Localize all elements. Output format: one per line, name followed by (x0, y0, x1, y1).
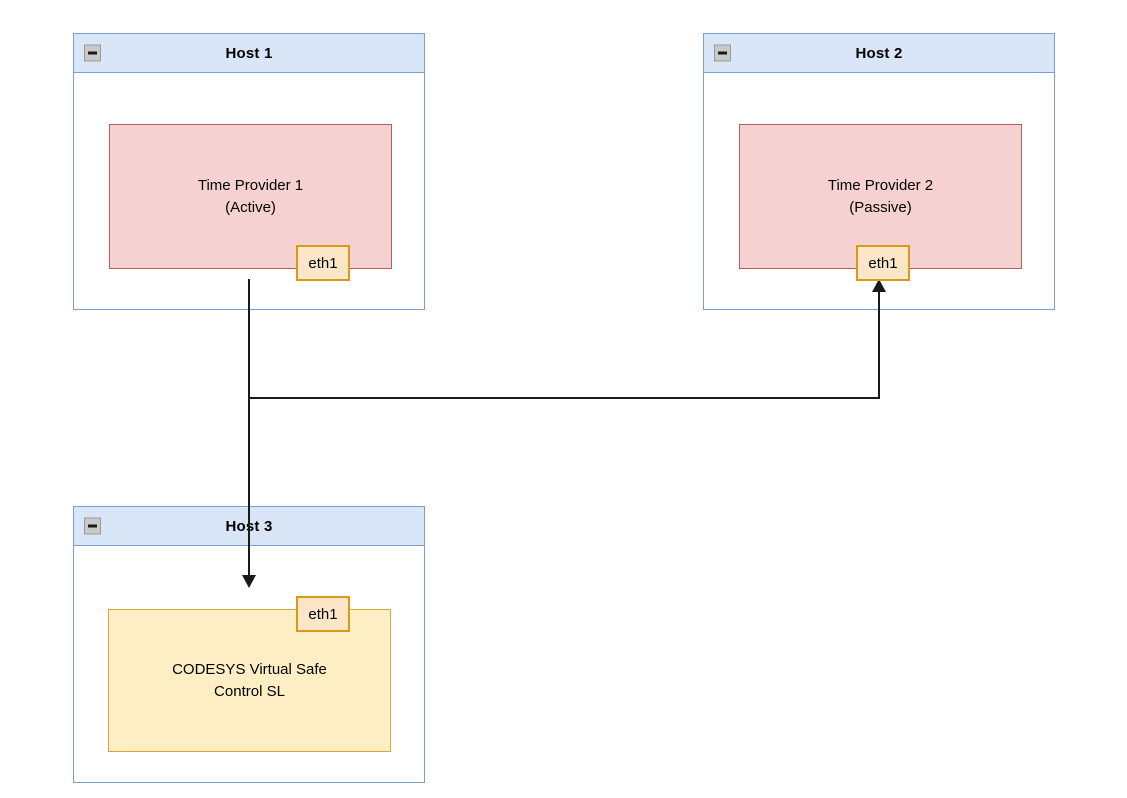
eth1-port-host3[interactable]: eth1 (296, 596, 350, 632)
time-provider-1-line1: Time Provider 1 (197, 177, 304, 195)
host2-header: Host 2 (704, 34, 1054, 73)
minus-icon[interactable] (84, 44, 101, 62)
wire-branch-to-host2 (248, 397, 880, 399)
eth1-port-host2-label: eth1 (868, 254, 898, 272)
minus-icon[interactable] (84, 517, 101, 535)
codesys-line1: CODESYS Virtual Safe (172, 661, 327, 679)
host1-header: Host 1 (74, 34, 424, 73)
host-container-host2[interactable]: Host 2 Time Provider 2 (Passive) eth1 (703, 33, 1055, 310)
arrowhead-into-host2-eth1 (872, 279, 886, 292)
host2-body: Time Provider 2 (Passive) eth1 (704, 73, 1054, 309)
eth1-port-host3-label: eth1 (308, 605, 338, 623)
host1-body: Time Provider 1 (Active) eth1 (74, 73, 424, 309)
time-provider-1-line2: (Active) (225, 198, 276, 216)
time-provider-2-line1: Time Provider 2 (827, 177, 934, 195)
minus-icon-bar (88, 524, 97, 528)
codesys-line2: Control SL (214, 682, 285, 700)
minus-icon[interactable] (714, 44, 731, 62)
time-provider-2-box[interactable]: Time Provider 2 (Passive) (739, 124, 1022, 269)
time-provider-1-box[interactable]: Time Provider 1 (Active) (109, 124, 392, 269)
codesys-virtual-safe-control-label: CODESYS Virtual Safe Control SL (172, 659, 327, 702)
host-container-host1[interactable]: Host 1 Time Provider 1 (Active) eth1 (73, 33, 425, 310)
minus-icon-bar (88, 51, 97, 55)
wire-host1-down-trunk (248, 279, 250, 575)
eth1-port-host1-label: eth1 (308, 254, 338, 272)
host3-body: CODESYS Virtual Safe Control SL eth1 (74, 546, 424, 782)
time-provider-2-label: Time Provider 2 (Passive) (828, 175, 933, 218)
time-provider-2-line2: (Passive) (849, 198, 912, 216)
time-provider-1-label: Time Provider 1 (Active) (198, 175, 303, 218)
host2-title: Host 2 (855, 44, 903, 62)
wire-host2-riser (878, 290, 880, 398)
host1-title: Host 1 (225, 44, 273, 62)
eth1-port-host1[interactable]: eth1 (296, 245, 350, 281)
eth1-port-host2[interactable]: eth1 (856, 245, 910, 281)
codesys-virtual-safe-control-box[interactable]: CODESYS Virtual Safe Control SL (108, 609, 391, 752)
arrowhead-into-host3-eth1 (242, 575, 256, 588)
minus-icon-bar (718, 51, 727, 55)
